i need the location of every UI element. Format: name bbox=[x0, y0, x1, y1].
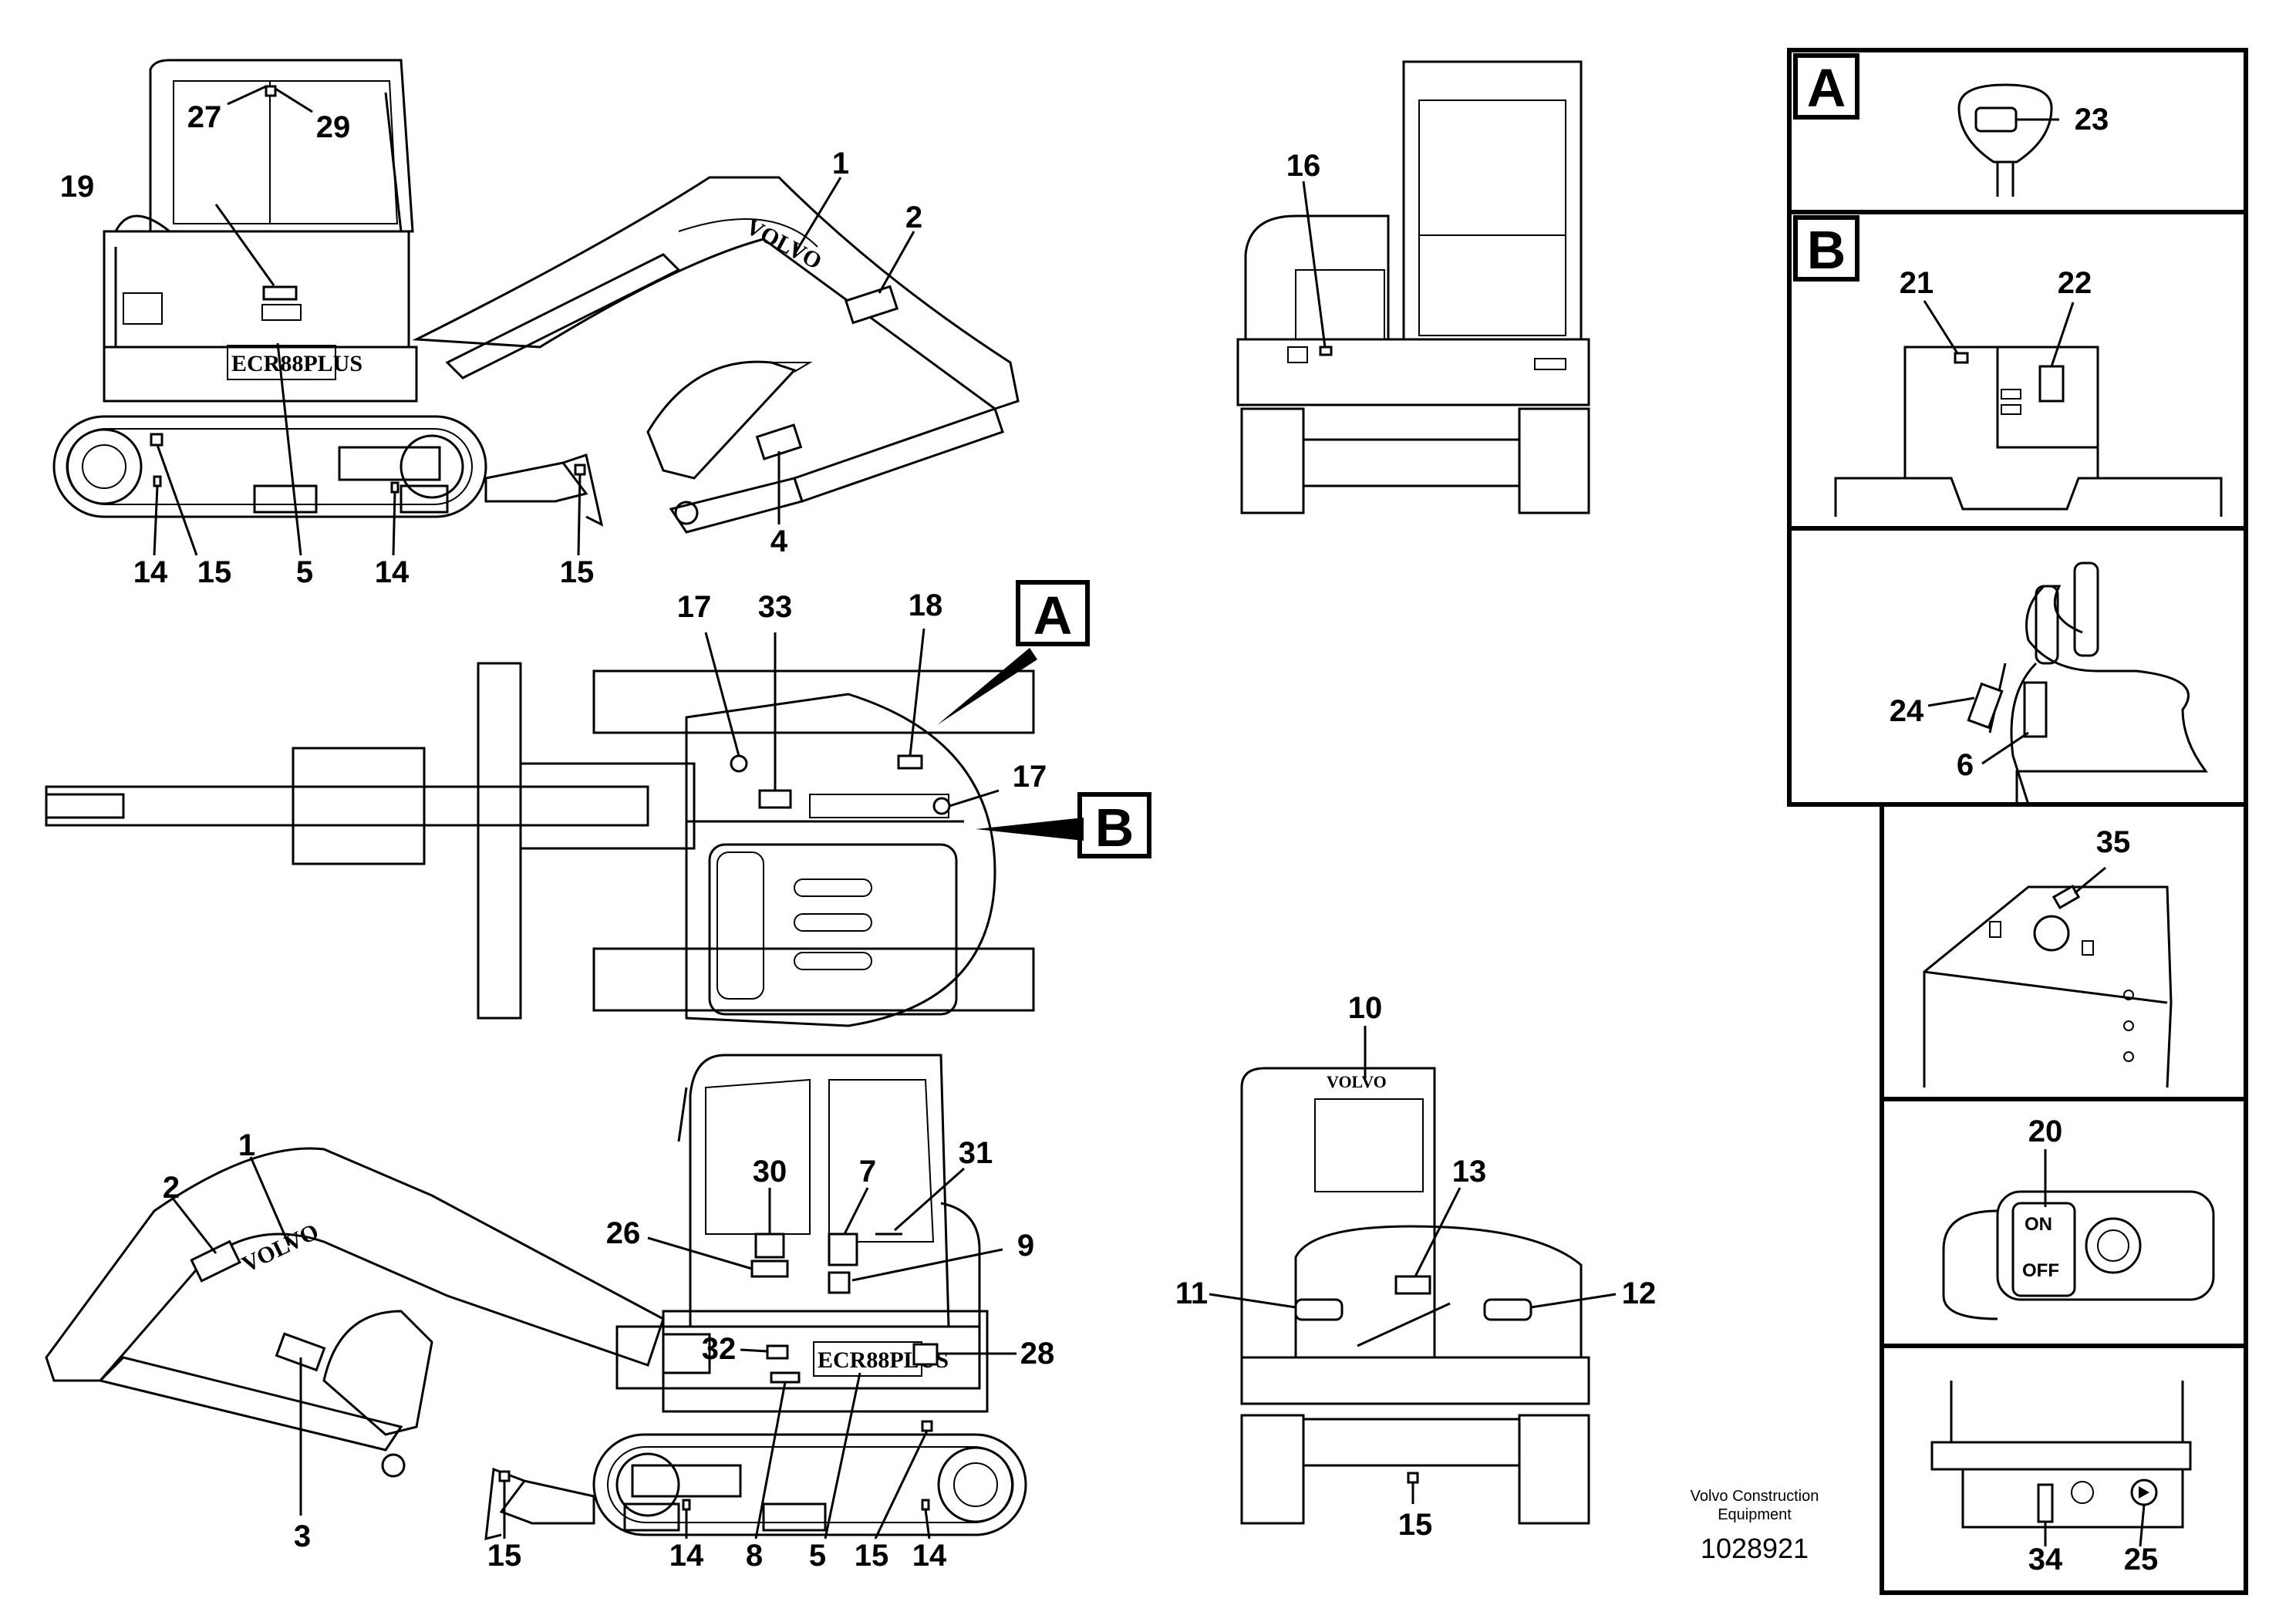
callout-35: 35 bbox=[2096, 825, 2131, 859]
callout-4: 4 bbox=[770, 524, 788, 558]
volvo-rear-decal: VOLVO bbox=[1327, 1072, 1387, 1091]
doc-number: 1028921 bbox=[1701, 1533, 1809, 1564]
callout-23: 23 bbox=[2075, 103, 2109, 137]
callout-26: 26 bbox=[606, 1216, 641, 1250]
callout-15-top-a: 15 bbox=[197, 555, 232, 589]
callout-5-bottom: 5 bbox=[809, 1539, 826, 1573]
credit-line-2: Equipment bbox=[1718, 1506, 1792, 1523]
front-view: 16 bbox=[1236, 60, 1590, 514]
side-view-left: VOLVO ECR88PLUS 1 2 4 5 19 14 15 14 15 2… bbox=[52, 59, 1020, 589]
ref-a-label: A bbox=[1033, 585, 1073, 646]
callout-20: 20 bbox=[2028, 1114, 2063, 1148]
callout-15-bottom-b: 15 bbox=[855, 1539, 889, 1573]
callout-18: 18 bbox=[909, 588, 943, 622]
footer: Volvo Construction Equipment 1028921 bbox=[1691, 1488, 1819, 1564]
callout-15-rear: 15 bbox=[1398, 1508, 1433, 1542]
side-view-right: VOLVO ECR88PLUS 1 2 bbox=[45, 1054, 1055, 1573]
top-view: 17 33 18 17 A B bbox=[45, 580, 1151, 1027]
credit-line-1: Volvo Construction bbox=[1691, 1488, 1819, 1505]
callout-33: 33 bbox=[758, 590, 793, 624]
callout-11: 11 bbox=[1175, 1276, 1208, 1310]
callout-27: 27 bbox=[187, 100, 222, 134]
callout-3: 3 bbox=[294, 1519, 311, 1553]
callout-16: 16 bbox=[1286, 149, 1321, 183]
callout-28: 28 bbox=[1020, 1337, 1055, 1371]
callout-19: 19 bbox=[60, 170, 95, 204]
callout-34: 34 bbox=[2028, 1543, 2063, 1576]
detail-a-label: A bbox=[1807, 58, 1846, 118]
callout-14-bottom-a: 14 bbox=[669, 1539, 704, 1573]
callout-6: 6 bbox=[1957, 748, 1974, 782]
rear-view: VOLVO 10 13 11 12 15 bbox=[1175, 991, 1656, 1542]
callout-15-top-b: 15 bbox=[560, 555, 595, 589]
callout-12: 12 bbox=[1622, 1276, 1657, 1310]
callout-8: 8 bbox=[746, 1539, 763, 1573]
callout-15-bottom-a: 15 bbox=[487, 1539, 522, 1573]
model-decal-left: ECR88PLUS bbox=[231, 351, 362, 376]
callout-9: 9 bbox=[1017, 1229, 1034, 1263]
callout-17-top: 17 bbox=[677, 590, 712, 624]
callout-31: 31 bbox=[959, 1136, 993, 1170]
detail-panels: A 23 B 21 22 24 6 bbox=[1787, 48, 2248, 1595]
callout-2-bottom: 2 bbox=[163, 1171, 180, 1205]
callout-32: 32 bbox=[702, 1332, 737, 1366]
ref-b-label: B bbox=[1095, 798, 1135, 858]
callout-14-bottom-b: 14 bbox=[912, 1539, 947, 1573]
callout-1-bottom: 1 bbox=[238, 1128, 255, 1162]
callout-14-top-a: 14 bbox=[133, 555, 168, 589]
callout-2-top: 2 bbox=[905, 201, 922, 234]
callout-13: 13 bbox=[1452, 1155, 1487, 1189]
callout-14-top-b: 14 bbox=[375, 555, 410, 589]
callout-10: 10 bbox=[1348, 991, 1383, 1025]
callout-24: 24 bbox=[1890, 694, 1924, 728]
callout-1-top: 1 bbox=[832, 147, 849, 180]
callout-21: 21 bbox=[1900, 266, 1934, 300]
callout-25: 25 bbox=[2124, 1543, 2159, 1576]
callout-22: 22 bbox=[2058, 266, 2092, 300]
switch-off-label: OFF bbox=[2022, 1260, 2059, 1281]
callout-7: 7 bbox=[859, 1155, 876, 1189]
callout-30: 30 bbox=[753, 1155, 787, 1189]
callout-17-side: 17 bbox=[1013, 760, 1047, 794]
switch-on-label: ON bbox=[2025, 1214, 2052, 1235]
callout-5-top: 5 bbox=[296, 555, 313, 589]
callout-29: 29 bbox=[316, 110, 351, 144]
detail-b-label: B bbox=[1807, 220, 1846, 280]
